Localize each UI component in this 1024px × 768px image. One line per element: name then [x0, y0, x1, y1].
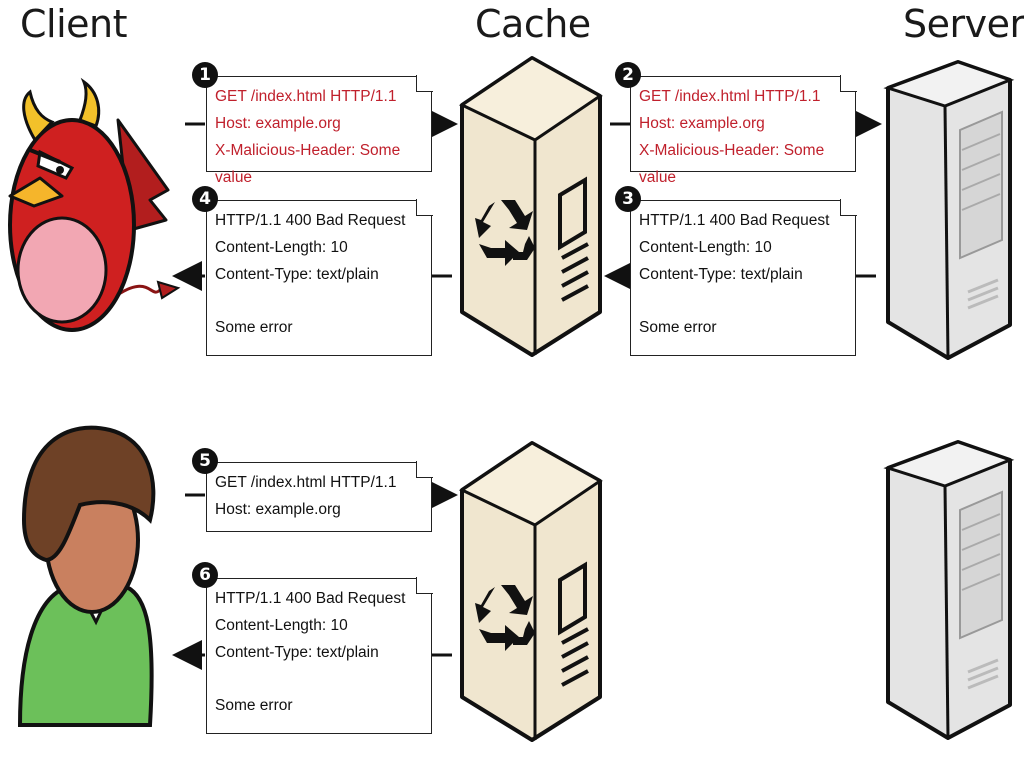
user-client-icon	[17, 425, 156, 727]
cache-column-title: Cache	[475, 2, 591, 46]
message-line: Content-Length: 10	[215, 617, 348, 634]
message-body: Some error	[639, 319, 717, 336]
message-line: GET /index.html HTTP/1.1	[215, 474, 397, 491]
origin-server-icon-top	[883, 60, 1015, 360]
page-fold-icon	[840, 199, 857, 216]
message-line: X-Malicious-Header: Some value	[639, 142, 825, 186]
message-line: HTTP/1.1 400 Bad Request	[215, 590, 406, 607]
message-line: Content-Type: text/plain	[215, 266, 379, 283]
step-badge-2: 2	[615, 62, 641, 88]
message-line: X-Malicious-Header: Some value	[215, 142, 401, 186]
response-message-3: HTTP/1.1 400 Bad Request Content-Length:…	[630, 199, 857, 356]
cache-server-icon-top	[458, 56, 603, 357]
response-message-6: HTTP/1.1 400 Bad Request Content-Length:…	[206, 577, 433, 734]
devil-client-icon	[8, 77, 181, 332]
message-line: Host: example.org	[215, 115, 341, 132]
message-line: Content-Length: 10	[215, 239, 348, 256]
page-fold-icon	[416, 75, 433, 92]
page-fold-icon	[416, 461, 433, 478]
request-message-1: GET /index.html HTTP/1.1 Host: example.o…	[206, 75, 433, 186]
message-body: Some error	[215, 697, 293, 714]
step-badge-6: 6	[192, 562, 218, 588]
message-body: Some error	[215, 319, 293, 336]
message-line: Host: example.org	[215, 501, 341, 518]
page-fold-icon	[840, 75, 857, 92]
message-line: HTTP/1.1 400 Bad Request	[215, 212, 406, 229]
page-fold-icon	[416, 577, 433, 594]
step-badge-5: 5	[192, 448, 218, 474]
message-line: Content-Type: text/plain	[639, 266, 803, 283]
origin-server-icon-bottom	[883, 440, 1015, 740]
message-line: Content-Type: text/plain	[215, 644, 379, 661]
page-fold-icon	[416, 199, 433, 216]
server-column-title: Server	[903, 2, 1024, 46]
step-badge-3: 3	[615, 186, 641, 212]
client-column-title: Client	[20, 2, 128, 46]
message-line: Content-Length: 10	[639, 239, 772, 256]
message-line: GET /index.html HTTP/1.1	[215, 88, 397, 105]
cache-server-icon-bottom	[458, 441, 603, 742]
message-line: Host: example.org	[639, 115, 765, 132]
step-badge-1: 1	[192, 62, 218, 88]
step-badge-4: 4	[192, 186, 218, 212]
flow-arrows	[172, 109, 882, 670]
response-message-4: HTTP/1.1 400 Bad Request Content-Length:…	[206, 199, 433, 356]
request-message-2: GET /index.html HTTP/1.1 Host: example.o…	[630, 75, 857, 186]
request-message-5: GET /index.html HTTP/1.1 Host: example.o…	[206, 461, 433, 532]
message-line: GET /index.html HTTP/1.1	[639, 88, 821, 105]
message-line: HTTP/1.1 400 Bad Request	[639, 212, 830, 229]
